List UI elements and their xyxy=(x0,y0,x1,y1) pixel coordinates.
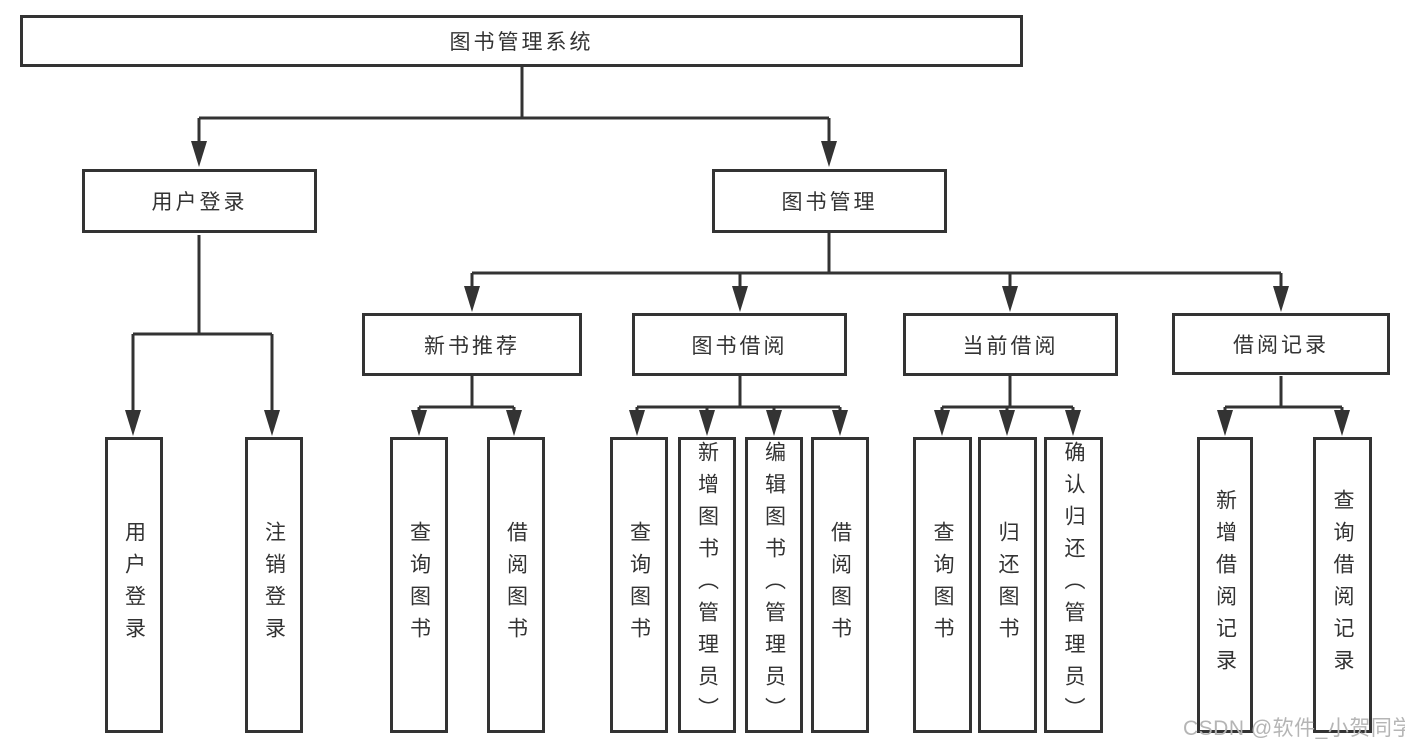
leaf-query-books-current-label: 查询图书 xyxy=(931,521,954,649)
leaf-user-login: 用户登录 xyxy=(105,437,163,733)
node-user-login: 用户登录 xyxy=(82,169,317,233)
leaf-logout-login: 注销登录 xyxy=(245,437,303,733)
leaf-query-books-current: 查询图书 xyxy=(913,437,972,733)
leaf-add-books-admin: 新增图书（管理员） xyxy=(678,437,736,733)
leaf-logout-login-label: 注销登录 xyxy=(262,521,286,649)
node-current-borrowing: 当前借阅 xyxy=(903,313,1118,376)
leaf-add-borrow-record: 新增借阅记录 xyxy=(1197,437,1253,733)
leaf-add-books-admin-label: 新增图书（管理员） xyxy=(695,441,719,729)
node-borrowing-records: 借阅记录 xyxy=(1172,313,1390,375)
leaf-edit-books-admin-label: 编辑图书（管理员） xyxy=(762,441,786,729)
leaf-confirm-return-admin-label: 确认归还（管理员） xyxy=(1062,441,1085,729)
leaf-edit-books-admin: 编辑图书（管理员） xyxy=(745,437,803,733)
node-book-management: 图书管理 xyxy=(712,169,947,233)
leaf-borrow-books-label: 借阅图书 xyxy=(828,521,852,649)
leaf-query-books-borrow: 查询图书 xyxy=(610,437,668,733)
node-book-borrowing: 图书借阅 xyxy=(632,313,847,376)
csdn-watermark: CSDN @软件_小贺同学 xyxy=(1183,717,1405,740)
leaf-return-books-label: 归还图书 xyxy=(996,521,1019,649)
leaf-query-borrow-record: 查询借阅记录 xyxy=(1313,437,1372,733)
leaf-borrow-books: 借阅图书 xyxy=(811,437,869,733)
leaf-query-books-borrow-label: 查询图书 xyxy=(627,521,651,649)
leaf-user-login-label: 用户登录 xyxy=(122,521,146,649)
node-root-system: 图书管理系统 xyxy=(20,15,1023,67)
leaf-query-borrow-record-label: 查询借阅记录 xyxy=(1331,489,1354,681)
leaf-add-borrow-record-label: 新增借阅记录 xyxy=(1213,489,1237,681)
leaf-query-books-recommend-label: 查询图书 xyxy=(407,521,431,649)
leaf-borrow-books-recommend: 借阅图书 xyxy=(487,437,545,733)
leaf-query-books-recommend: 查询图书 xyxy=(390,437,448,733)
leaf-return-books: 归还图书 xyxy=(978,437,1037,733)
leaf-confirm-return-admin: 确认归还（管理员） xyxy=(1044,437,1103,733)
leaf-borrow-books-recommend-label: 借阅图书 xyxy=(504,521,528,649)
node-new-book-recommend: 新书推荐 xyxy=(362,313,582,376)
